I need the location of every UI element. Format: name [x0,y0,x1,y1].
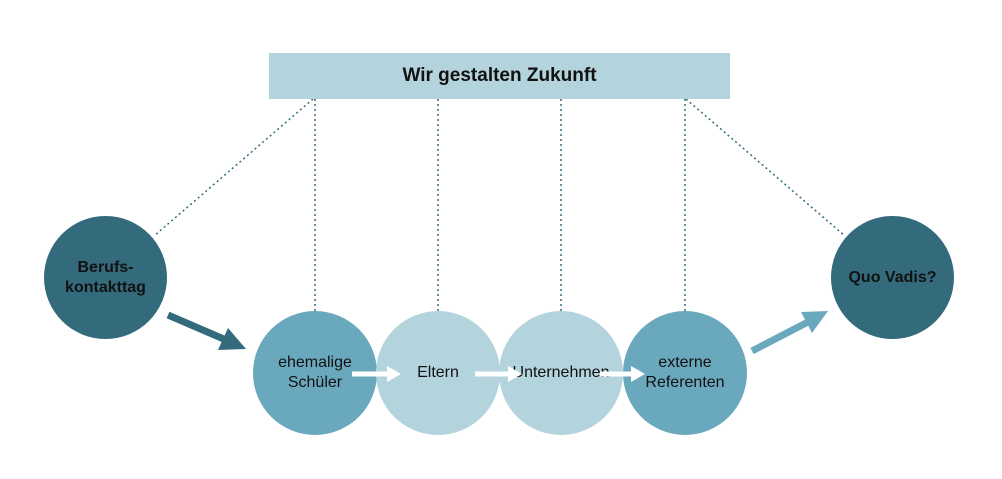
station-label: externe Referenten [645,354,725,391]
node-quo-vadis: Quo Vadis? [831,216,954,339]
node-quo-vadis-label: Quo Vadis? [848,268,937,286]
node-berufskontakttag-label: Berufs- kontakttag [65,258,146,296]
white-arrow-2 [475,366,522,382]
station-externe-referenten: externe Referenten [623,311,747,435]
station-label: Eltern [417,364,459,381]
arrow-in [166,311,246,350]
node-berufskontakttag: Berufs- kontakttag [44,216,167,339]
station-label: Unternehmen [512,364,610,381]
station-ehemalige-schueler: ehemalige Schüler [253,311,377,435]
arrow-out [750,311,828,355]
station-label: ehemalige Schüler [278,354,352,391]
white-arrow-3 [600,366,645,382]
header-title: Wir gestalten Zukunft [269,53,730,99]
white-arrow-1 [352,366,401,382]
